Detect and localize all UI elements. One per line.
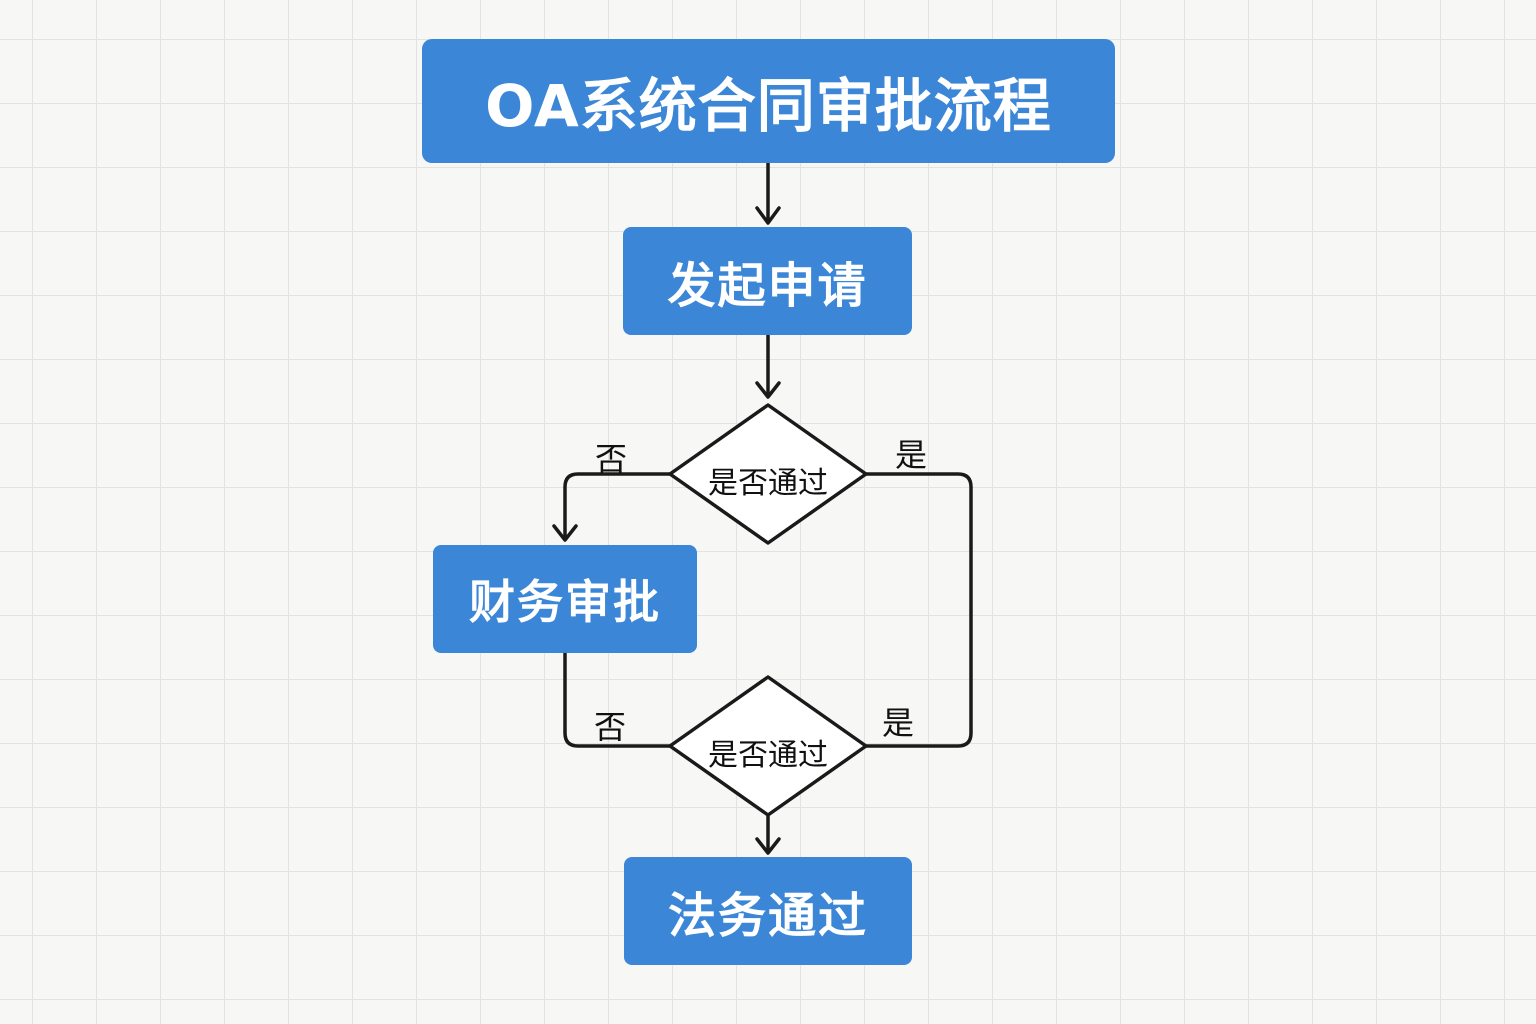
apply-node-label: 发起申请 [667,258,868,314]
legal-approved-node[interactable]: 法务通过 [624,857,912,965]
legal-approved-label: 法务通过 [667,888,868,944]
arrowhead-legal [755,837,781,855]
flowchart-title-label: OA系统合同审批流程 [485,72,1052,140]
arrowhead-apply [755,206,781,225]
decision-1-no-label: 否 [595,440,628,478]
arrowhead-decision-1 [755,381,781,399]
arrowhead-finance [552,524,578,542]
apply-node[interactable]: 发起申请 [623,227,912,335]
edge-finance-to-decision-2 [563,653,670,748]
flowchart-title-node[interactable]: OA系统合同审批流程 [422,39,1115,163]
decision-2-label: 是否通过 [708,738,828,773]
finance-approval-label: 财务审批 [469,575,661,629]
finance-approval-node[interactable]: 财务审批 [433,545,697,653]
decision-1-label: 是否通过 [708,466,828,501]
edge-decision-1-no-to-finance [563,472,670,538]
decision-1-diamond [668,403,868,545]
decision-2-yes-label: 是 [882,704,915,742]
decision-1-yes-label: 是 [895,436,928,474]
edge-decision-1-yes-to-decision-2 [866,472,973,748]
decision-2-no-label: 否 [594,708,627,746]
